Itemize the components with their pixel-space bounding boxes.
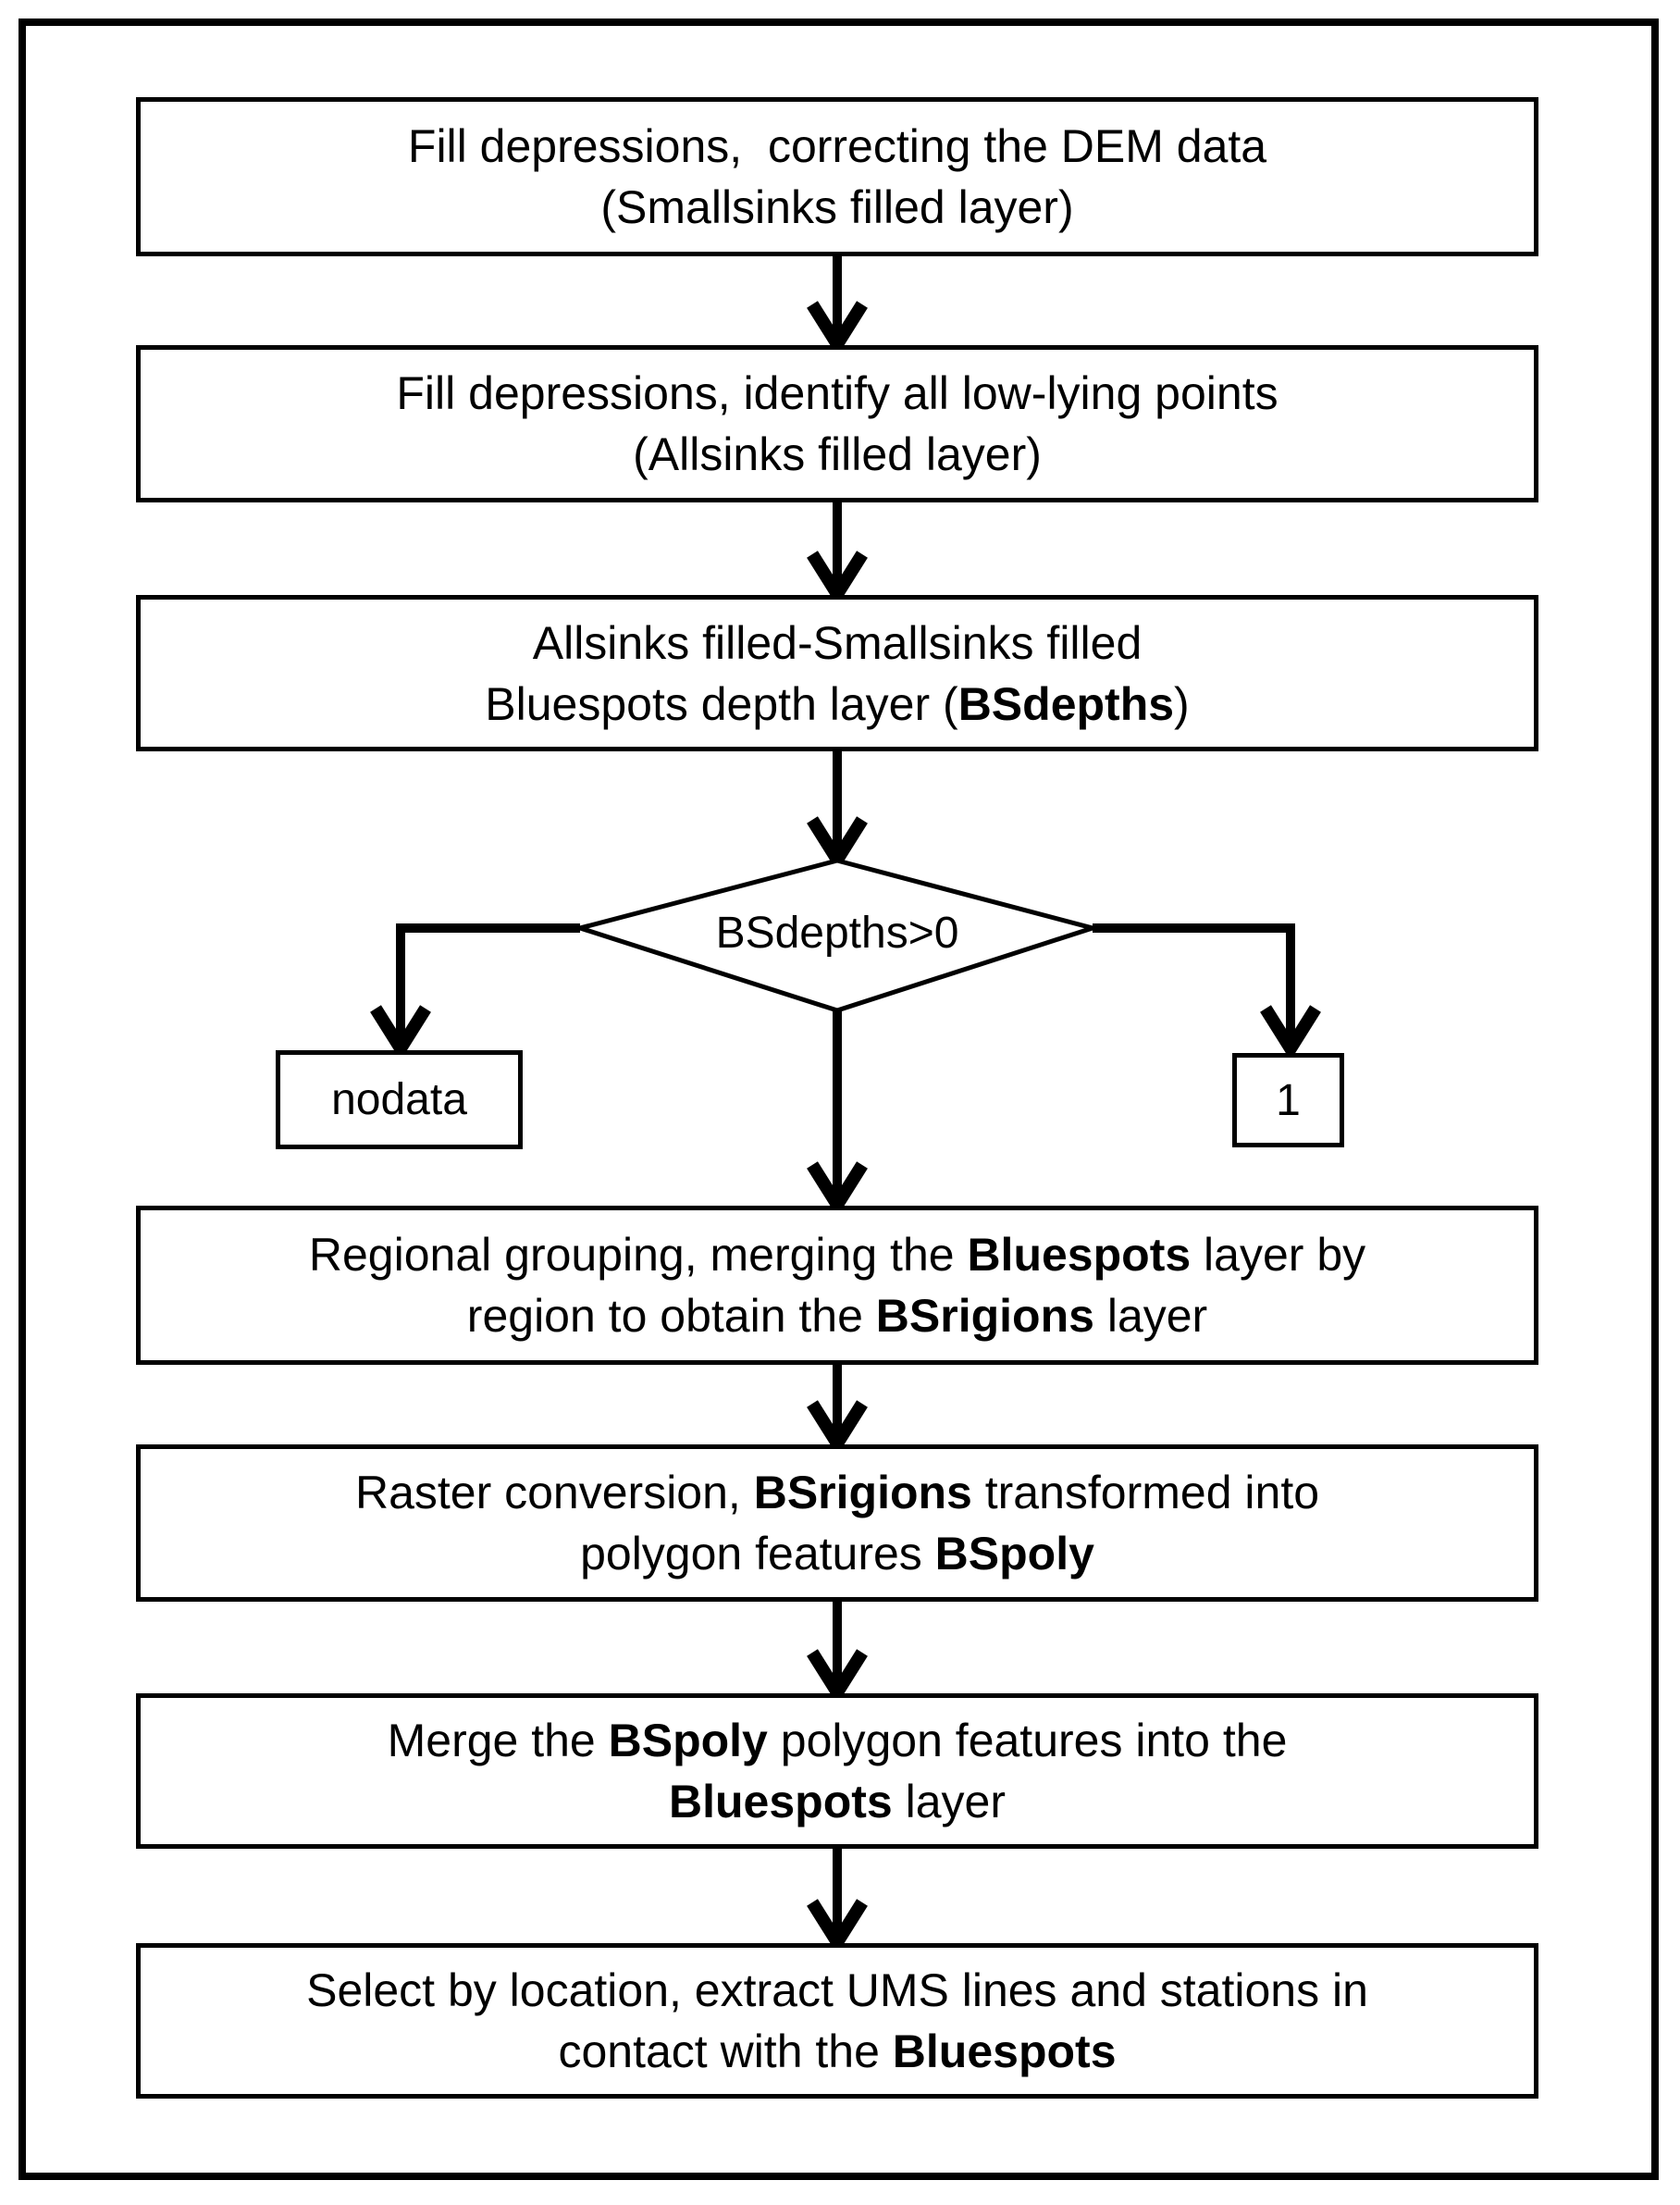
result-box-one: 1 xyxy=(1232,1053,1344,1147)
arrow-decision-one xyxy=(1093,923,1321,1061)
box-text-line: Fill depressions, identify all low-lying… xyxy=(396,367,1279,419)
box-text-line: polygon features BSpoly xyxy=(580,1528,1094,1579)
box-text-line: Merge the BSpoly polygon features into t… xyxy=(387,1715,1288,1766)
process-box-regional-grouping: Regional grouping, merging the Bluespots… xyxy=(136,1206,1538,1365)
box-text-line: Bluespots depth layer (BSdepths) xyxy=(485,677,1190,730)
box-text-line: contact with the Bluespots xyxy=(558,2025,1117,2077)
arrow-decision-nodata xyxy=(370,923,580,1061)
arrow-decision-box4 xyxy=(807,1009,868,1218)
box-text-line: Fill depressions, correcting the DEM dat… xyxy=(407,120,1267,172)
process-box-raster-conversion: Raster conversion, BSrigions transformed… xyxy=(136,1444,1538,1602)
result-one-label: 1 xyxy=(1276,1075,1301,1125)
box-text-line: region to obtain the BSrigions layer xyxy=(466,1290,1208,1342)
arrow-box2-box3 xyxy=(807,502,868,607)
box-text-line: Bluespots layer xyxy=(669,1776,1006,1827)
result-box-nodata: nodata xyxy=(276,1050,523,1149)
process-box-fill-smallsinks: Fill depressions, correcting the DEM dat… xyxy=(136,97,1538,256)
process-box-merge-bspoly: Merge the BSpoly polygon features into t… xyxy=(136,1693,1538,1849)
outer-border xyxy=(19,19,1659,2180)
arrow-box4-box5 xyxy=(807,1365,868,1456)
box-text-line: (Smallsinks filled layer) xyxy=(600,181,1074,233)
box-text-line: (Allsinks filled layer) xyxy=(633,428,1042,480)
box-text-line: Regional grouping, merging the Bluespots… xyxy=(308,1229,1366,1281)
arrow-box6-box7 xyxy=(807,1849,868,1955)
process-box-select-by-location: Select by location, extract UMS lines an… xyxy=(136,1943,1538,2099)
result-nodata-label: nodata xyxy=(331,1075,467,1124)
box-text-line: Allsinks filled-Smallsinks filled xyxy=(532,616,1143,669)
arrow-box5-box6 xyxy=(807,1602,868,1705)
box-text-line: Raster conversion, BSrigions transformed… xyxy=(354,1467,1320,1518)
decision-label: BSdepths>0 xyxy=(715,909,959,958)
arrow-box1-box2 xyxy=(807,256,868,357)
box-text-line: Select by location, extract UMS lines an… xyxy=(306,1964,1368,2016)
process-box-fill-allsinks: Fill depressions, identify all low-lying… xyxy=(136,345,1538,502)
decision-diamond-shape xyxy=(572,858,1101,1013)
